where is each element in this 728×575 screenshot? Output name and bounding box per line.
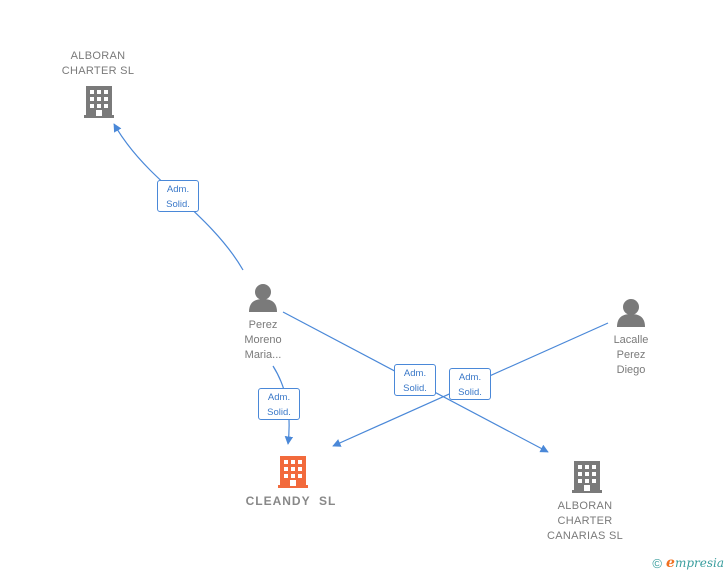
role-line2: Solid. xyxy=(166,199,190,210)
alboran-charter-label[interactable]: ALBORAN CHARTER SL xyxy=(61,50,135,77)
perez-moreno-label[interactable]: Perez Moreno Maria... xyxy=(244,319,282,361)
role-line1: Adm. xyxy=(403,368,427,379)
edge-perez-to-alboran-charter xyxy=(113,123,244,271)
cleandy-label[interactable]: CLEANDY SL xyxy=(245,494,337,508)
empresia-logo[interactable]: empresia xyxy=(666,555,724,571)
copyright-symbol: © xyxy=(652,555,663,571)
alboran-canarias-label[interactable]: ALBORAN CHARTER CANARIAS SL xyxy=(546,500,624,542)
role-line2: Solid. xyxy=(267,407,291,418)
role-line1: Adm. xyxy=(267,392,291,403)
role-badge-lacalle-cleandy: Adm. Solid. xyxy=(449,368,491,400)
cleandy-building-icon[interactable] xyxy=(278,456,308,488)
role-badge-perez-cleandy: Adm. Solid. xyxy=(258,388,300,420)
alboran-charter-building-icon[interactable] xyxy=(84,86,114,118)
role-line1: Adm. xyxy=(166,184,190,195)
role-line2: Solid. xyxy=(458,387,482,398)
role-line1: Adm. xyxy=(458,372,482,383)
lacalle-perez-person-icon[interactable] xyxy=(617,299,645,327)
perez-moreno-person-icon[interactable] xyxy=(249,284,277,312)
role-badge-perez-alboran-charter: Adm. Solid. xyxy=(157,180,199,212)
role-line2: Solid. xyxy=(403,383,427,394)
alboran-canarias-building-icon[interactable] xyxy=(572,461,602,493)
role-badge-perez-alboran-canarias: Adm. Solid. xyxy=(394,364,436,396)
footer-branding: © empresia xyxy=(652,555,724,571)
lacalle-perez-label[interactable]: Lacalle Perez Diego xyxy=(613,334,649,376)
